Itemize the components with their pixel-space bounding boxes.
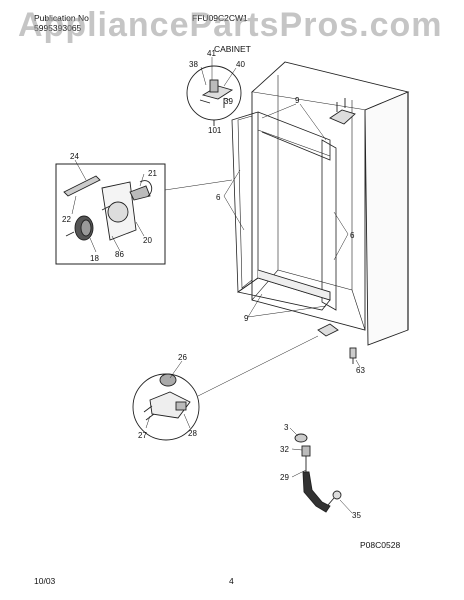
callout-21: 21 <box>148 169 157 178</box>
lower-hinge-inset <box>132 335 319 441</box>
model-number: FFU09C2CW1 <box>192 13 248 23</box>
publication-label: Publication No <box>34 13 89 23</box>
callout-26: 26 <box>178 353 187 362</box>
callout-63: 63 <box>356 366 365 375</box>
callout-41: 41 <box>207 49 216 58</box>
callout-6-left: 6 <box>216 193 221 202</box>
callout-labels: 41 38 40 39 101 9 6 6 9 24 21 22 18 86 2… <box>62 49 365 520</box>
callout-38: 38 <box>189 60 198 69</box>
callout-22: 22 <box>62 215 71 224</box>
callout-27: 27 <box>138 431 147 440</box>
callout-40: 40 <box>236 60 245 69</box>
drain-assembly <box>294 433 342 513</box>
callout-86: 86 <box>115 250 124 259</box>
callout-28: 28 <box>188 429 197 438</box>
hinge-inset <box>186 65 242 126</box>
door-gasket <box>231 111 337 311</box>
cabinet-body <box>251 61 410 346</box>
callout-6-right: 6 <box>350 231 355 240</box>
callout-24: 24 <box>70 152 79 161</box>
callout-9-bottom: 9 <box>244 314 249 323</box>
footer-date: 10/03 <box>34 576 56 586</box>
callout-35: 35 <box>352 511 361 520</box>
leader-lines <box>71 57 361 514</box>
section-title: CABINET <box>214 44 251 54</box>
callout-18: 18 <box>90 254 99 263</box>
watermark: AppliancePartsPros.com <box>18 6 443 44</box>
callout-32: 32 <box>280 445 289 454</box>
thermostat-inset <box>55 163 233 265</box>
callout-20: 20 <box>143 236 152 245</box>
diagram-code: P08C0528 <box>360 540 401 550</box>
leveling-leg <box>349 347 357 364</box>
page-number: 4 <box>229 576 234 586</box>
callout-29: 29 <box>280 473 289 482</box>
callout-9-top: 9 <box>295 96 300 105</box>
callout-3: 3 <box>284 423 289 432</box>
callout-101: 101 <box>208 126 222 135</box>
publication-number: 5995393065 <box>34 23 82 33</box>
callout-39: 39 <box>224 97 233 106</box>
